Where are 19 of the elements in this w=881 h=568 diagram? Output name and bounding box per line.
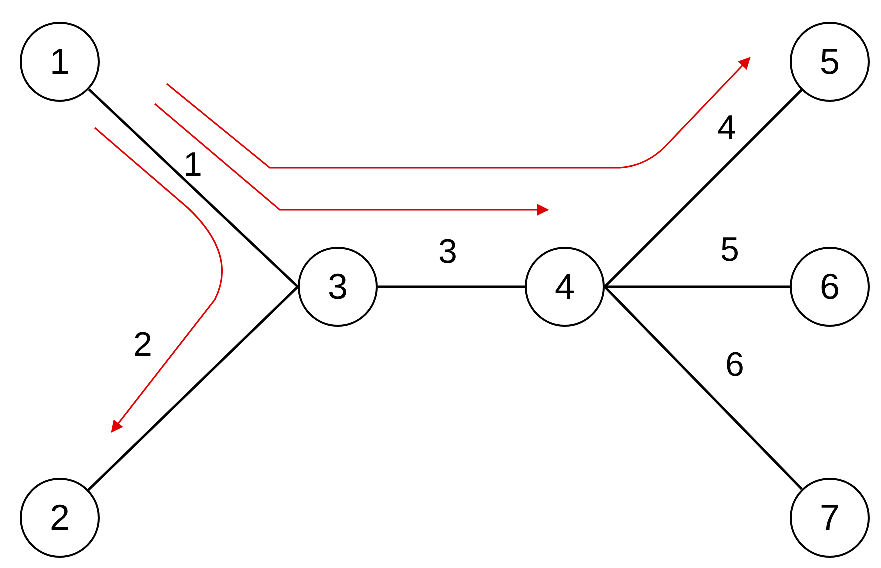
node-number: 1 [50,41,70,83]
node-number: 6 [820,266,840,308]
node-number: 3 [328,266,348,308]
connector-line [604,286,803,490]
edge-label: 1 [182,148,204,182]
connector-line [378,286,525,288]
edge-label: 3 [438,235,458,269]
connector-line [605,286,790,288]
node-number: 2 [50,497,70,539]
edge-label: 2 [132,328,154,362]
edge-label: 5 [720,233,740,267]
edge-label: 6 [724,348,746,382]
connector-line [604,89,803,288]
edge-label: 4 [716,111,738,145]
node-number: 4 [554,266,576,308]
connector-line [88,88,299,288]
node-number: 7 [820,497,840,539]
node-number: 5 [820,41,840,83]
connector-line [88,286,299,492]
